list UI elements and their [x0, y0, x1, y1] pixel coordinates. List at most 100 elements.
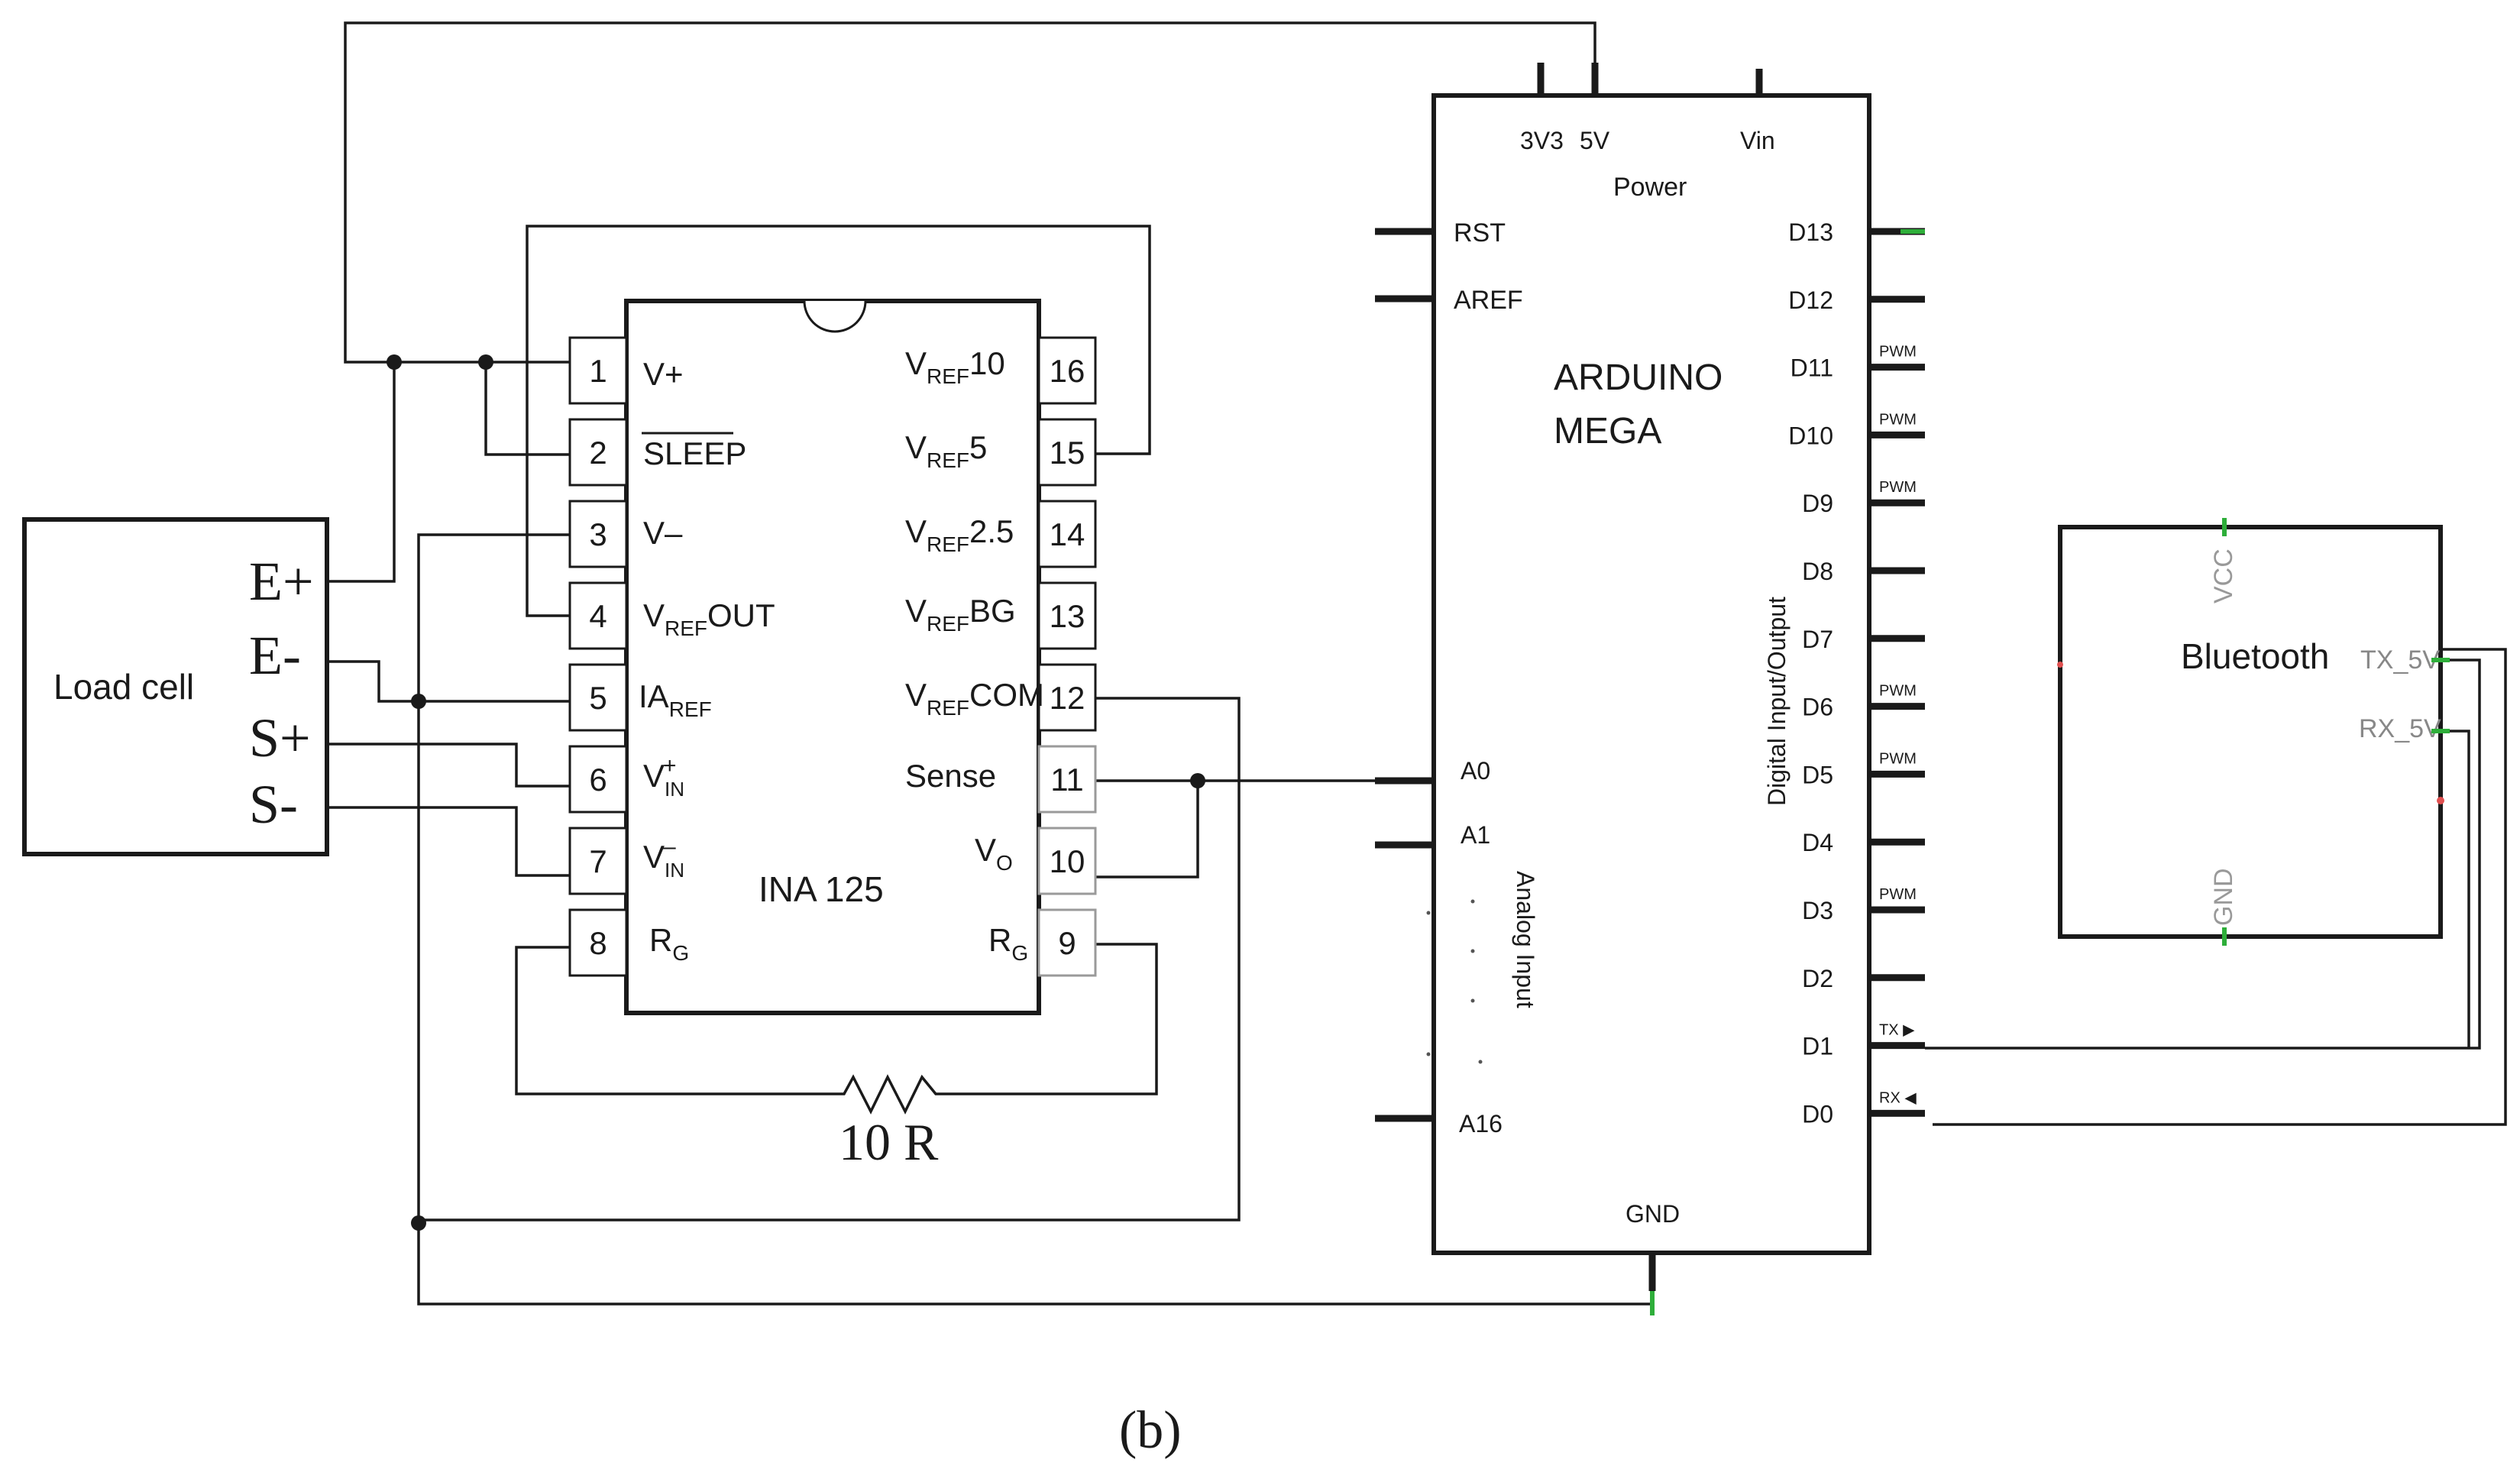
bluetooth-vcc-label: VCC — [2209, 548, 2238, 603]
wire-splus — [327, 743, 570, 788]
pwm-tag: PWM — [1879, 411, 1917, 428]
arduino-mega: 3V3 5V Vin Power RST AREF A0 A1 A16 ARDU… — [1375, 63, 1925, 1315]
pin-box — [1037, 581, 1097, 650]
pin-box — [568, 663, 628, 732]
bluetooth-module: Bluetooth TX_5V RX_5V VCC GND — [2057, 518, 2450, 946]
junction-dot — [387, 354, 402, 370]
junction-dots — [387, 354, 1205, 1231]
pin-box — [568, 908, 628, 977]
label-d9: D9 — [1802, 490, 1833, 517]
pin-box — [1037, 663, 1097, 732]
pin-box — [1037, 827, 1097, 895]
label-d10: D10 — [1788, 422, 1833, 449]
label-vin: Vin — [1740, 127, 1775, 154]
arduino-name-1: ARDUINO — [1554, 358, 1723, 398]
label-d6: D6 — [1802, 694, 1833, 721]
label-d1: D1 — [1802, 1033, 1833, 1060]
analog-input-label: Analog Input — [1512, 871, 1539, 1008]
pin-number: 16 — [1050, 353, 1085, 389]
pin-number: 12 — [1050, 680, 1085, 716]
digital-labels: D13D12D11PWMD10PWMD9PWMD8D7D6PWMD5PWMD4D… — [1788, 218, 1917, 1128]
wire-rg9 — [946, 943, 1158, 1095]
load-cell-box — [22, 517, 329, 856]
arduino-name-2: MEGA — [1554, 411, 1661, 451]
ina125-name: INA 125 — [759, 869, 884, 909]
label-3v3: 3V3 — [1520, 127, 1564, 154]
label-d0: D0 — [1802, 1100, 1833, 1128]
digital-io-label: Digital Input/Output — [1763, 597, 1791, 806]
pin-label: Sense — [905, 758, 996, 794]
terminal-splus: S+ — [249, 707, 311, 769]
bluetooth-tx-label: TX_5V — [2360, 646, 2440, 675]
label-a16: A16 — [1459, 1110, 1503, 1137]
label-d13: D13 — [1788, 218, 1833, 246]
label-d2: D2 — [1802, 965, 1833, 992]
pin-number: 11 — [1050, 762, 1084, 798]
label-rst: RST — [1454, 218, 1506, 248]
pin-number: 10 — [1050, 843, 1085, 879]
analog-ellipsis — [1426, 899, 1483, 1064]
wire-sminus — [327, 806, 570, 877]
pin-number: 6 — [589, 762, 607, 798]
ina125-body — [624, 299, 1041, 1015]
pin-label: VREF10 — [905, 345, 1005, 388]
pin-box — [568, 418, 628, 487]
wire-5v-to-vplus — [344, 21, 1596, 364]
pin-label: VREF2.5 — [905, 513, 1014, 556]
pin-label: VO — [975, 832, 1013, 875]
wire-eminus-iaref — [327, 660, 570, 703]
pin-number: 5 — [589, 680, 607, 716]
pin-box — [568, 336, 628, 405]
pin-label: RG — [649, 922, 689, 965]
pin-number: 7 — [589, 843, 607, 879]
pwm-tag: PWM — [1879, 886, 1917, 903]
pin-box — [568, 500, 628, 568]
bluetooth-title: Bluetooth — [2181, 636, 2329, 676]
pin-number: 13 — [1050, 598, 1085, 634]
load-cell-title: Load cell — [53, 667, 194, 707]
terminal-eminus: E- — [249, 625, 301, 686]
label-d11: D11 — [1791, 354, 1833, 382]
label-aref: AREF — [1454, 286, 1523, 315]
wire-vo — [1089, 781, 1199, 879]
wire-d0-rx — [1933, 648, 2507, 1126]
wires — [327, 21, 2507, 1306]
label-5v: 5V — [1580, 127, 1610, 154]
pin-box — [1037, 418, 1097, 487]
label-d5: D5 — [1802, 761, 1833, 788]
label-d7: D7 — [1802, 626, 1833, 653]
pin-label: VREFOUT — [643, 597, 775, 640]
pin-label: V– — [643, 515, 683, 551]
label-d4: D4 — [1802, 829, 1833, 856]
label-d8: D8 — [1802, 558, 1833, 585]
pin-number: 14 — [1050, 516, 1085, 552]
pin-box — [568, 745, 628, 814]
junction-dot — [478, 354, 493, 370]
chip-notch — [803, 300, 867, 333]
load-cell: Load cell E+ E- S+ S- — [22, 517, 329, 856]
label-gnd: GND — [1626, 1200, 1680, 1228]
label-a1: A1 — [1461, 821, 1490, 849]
pwm-tag: PWM — [1879, 344, 1917, 361]
arduino-body — [1431, 93, 1871, 1255]
pwm-tag: PWM — [1879, 750, 1917, 767]
pin-number: 3 — [589, 516, 607, 552]
label-d3: D3 — [1802, 897, 1833, 924]
pin-label: VREF5 — [905, 429, 987, 472]
bluetooth-gnd-label: GND — [2209, 868, 2238, 926]
pin-box — [1037, 908, 1097, 977]
label-d12: D12 — [1788, 286, 1833, 314]
pin-label: VIN– — [643, 834, 684, 882]
label-power: Power — [1613, 173, 1687, 202]
pin-label: IAREF — [639, 678, 712, 721]
wire-d1-tx — [1925, 658, 2481, 1050]
resistor-symbol — [834, 1074, 946, 1115]
bluetooth-box — [2058, 525, 2443, 939]
ina125-chip: 1 2 3 4 5 6 7 8 9 10 11 12 13 14 15 16 V… — [568, 299, 1097, 1015]
pin-box — [568, 827, 628, 895]
terminal-eplus: E+ — [249, 551, 314, 612]
junction-dot — [1190, 773, 1205, 788]
wire-eplus — [327, 362, 396, 583]
